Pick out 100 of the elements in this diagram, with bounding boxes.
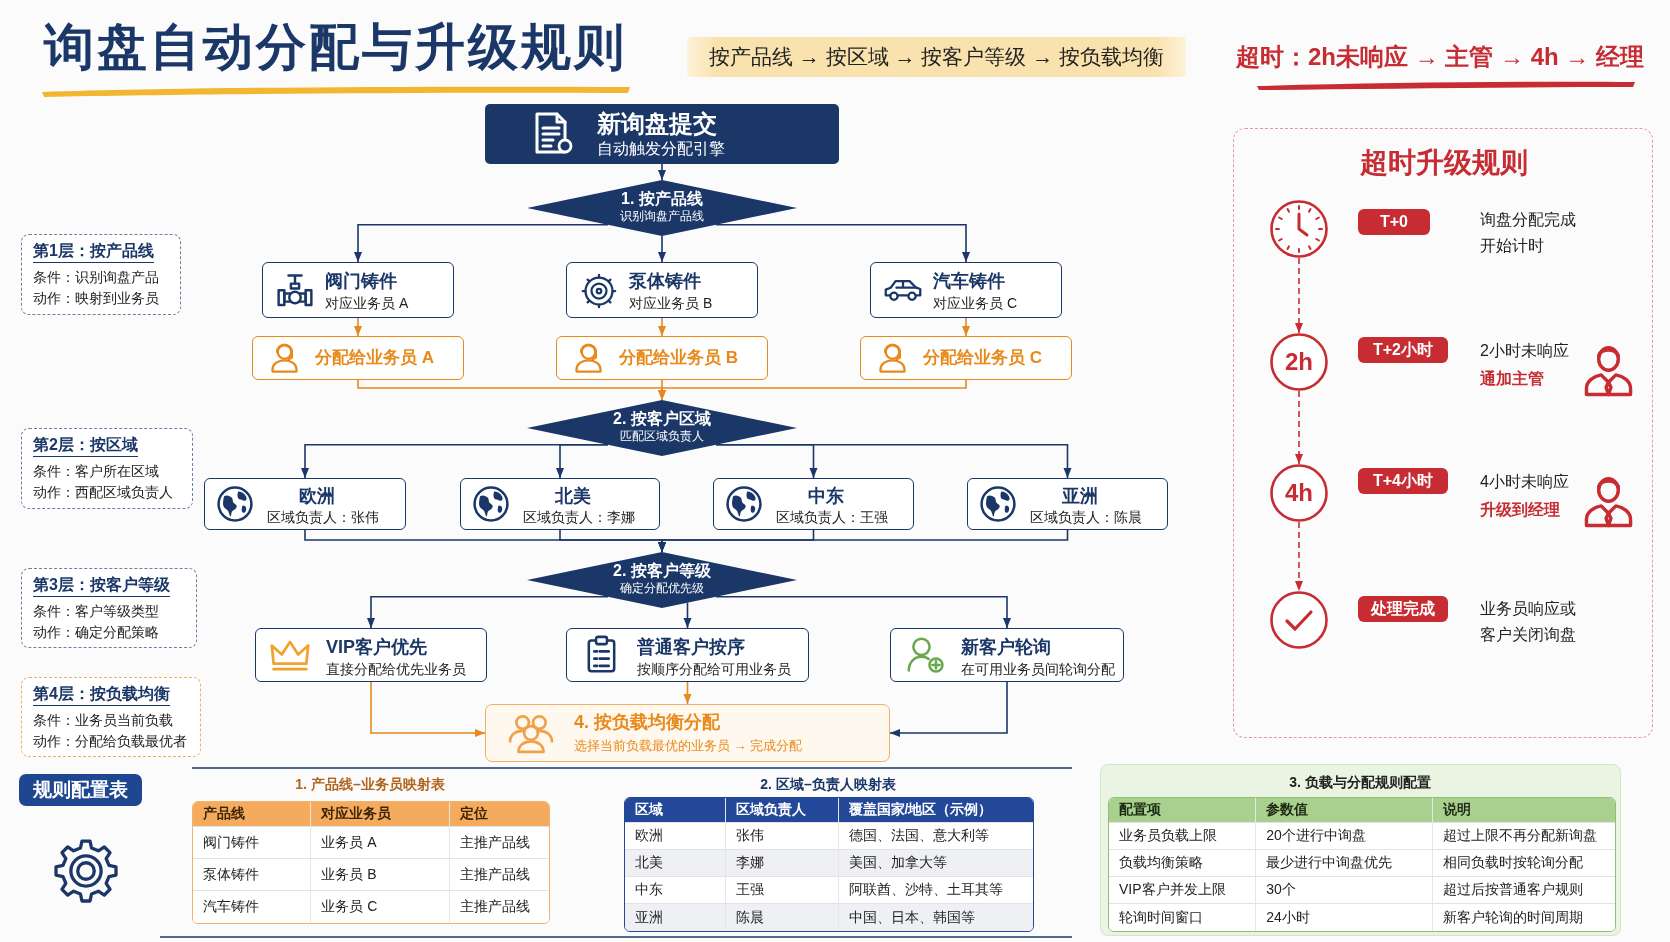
card-text: 条件：客户所在区域 bbox=[33, 462, 159, 480]
arrow bbox=[370, 681, 486, 737]
node-title: 欧洲 bbox=[299, 485, 335, 508]
node-title: 新询盘提交 bbox=[597, 109, 717, 139]
node-title: 北美 bbox=[555, 485, 591, 508]
process-box bbox=[255, 628, 487, 682]
table-cell: 超过后按普通客户规则 bbox=[1431, 877, 1615, 904]
note-text: 2小时未响应 bbox=[1480, 341, 1569, 361]
card-text: 条件：客户等级类型 bbox=[33, 602, 159, 620]
table-cell: 李娜 bbox=[725, 850, 838, 877]
node-title: 普通客户按序 bbox=[637, 636, 745, 659]
arrow bbox=[715, 224, 970, 263]
process-box bbox=[485, 704, 890, 762]
node-title: 4. 按负载均衡分配 bbox=[574, 711, 720, 734]
diamond-title: 1. 按产品线 bbox=[621, 189, 703, 209]
node-subtitle: 区域负责人：李娜 bbox=[523, 508, 635, 526]
note-text: 通加主管 bbox=[1480, 369, 1544, 389]
table-cell: 陈晨 bbox=[725, 904, 838, 931]
node-subtitle: 区域负责人：陈晨 bbox=[1030, 508, 1142, 526]
header-cell: 参数值 bbox=[1255, 798, 1432, 823]
arrow bbox=[1295, 390, 1303, 465]
note-text: 4小时未响应 bbox=[1480, 472, 1569, 492]
card-heading: 第3层：按客户等级 bbox=[33, 575, 170, 597]
node-subtitle: 按顺序分配给可用业务员 bbox=[637, 660, 791, 678]
process-box bbox=[252, 336, 464, 380]
card-text: 动作：映射到业务员 bbox=[33, 289, 159, 307]
node-title: 分配给业务员 B bbox=[619, 347, 738, 368]
process-box bbox=[485, 104, 839, 164]
arrow bbox=[658, 163, 666, 181]
process-box bbox=[713, 478, 914, 530]
arrow bbox=[715, 596, 1011, 629]
node-subtitle: 直接分配给优先业务员 bbox=[326, 660, 466, 678]
table-cell: 亚洲 bbox=[625, 904, 726, 931]
timeline-circle bbox=[1270, 333, 1328, 391]
process-box bbox=[204, 478, 406, 530]
heading-text: 超时：2h未响应 → 主管 → 4h → 经理 bbox=[1236, 42, 1645, 72]
arrow bbox=[556, 444, 609, 479]
timeline-circle bbox=[1270, 464, 1328, 522]
node-subtitle: 选择当前负载最优的业务员 → 完成分配 bbox=[574, 738, 803, 754]
node-title: 阀门铸件 bbox=[325, 270, 397, 293]
title: 询盘自动分配与升级规则 bbox=[44, 18, 627, 77]
header-cell: 配置项 bbox=[1109, 798, 1256, 823]
rules-panel bbox=[1233, 128, 1653, 738]
node-subtitle: 区域负责人：张伟 bbox=[267, 508, 379, 526]
arrow bbox=[367, 596, 609, 629]
arrow bbox=[354, 317, 362, 337]
header-cell: 区域 bbox=[625, 798, 726, 823]
arrow bbox=[683, 601, 692, 629]
arrow bbox=[683, 681, 692, 705]
table-title: 1. 产品线–业务员映射表 bbox=[295, 775, 445, 793]
node-title: 新客户轮询 bbox=[961, 636, 1051, 659]
arrow bbox=[715, 444, 1072, 479]
card-heading: 第1层：按产品线 bbox=[33, 241, 154, 263]
card-heading: 第2层：按区域 bbox=[33, 435, 138, 457]
table-cell: 德国、法国、意大利等 bbox=[837, 823, 1033, 850]
panel-heading: 超时升级规则 bbox=[1360, 146, 1528, 180]
section-tag: 规则配置表 bbox=[19, 774, 142, 806]
diamond-subtitle: 识别询盘产品线 bbox=[620, 209, 704, 224]
table-cell: 主推产品线 bbox=[448, 891, 549, 923]
header-cell: 区域负责人 bbox=[725, 798, 838, 823]
arrow bbox=[889, 681, 1008, 737]
check-icon bbox=[1270, 591, 1328, 649]
process-box bbox=[860, 336, 1072, 380]
table-title: 2. 区域–负责人映射表 bbox=[760, 775, 896, 793]
node-subtitle: 在可用业务员间轮询分配 bbox=[961, 660, 1115, 678]
process-box bbox=[460, 478, 660, 530]
node-title: 汽车铸件 bbox=[933, 270, 1005, 293]
table-cell: 新客户轮询的时间周期 bbox=[1431, 904, 1615, 931]
table-cell: 阿联酋、沙特、土耳其等 bbox=[837, 877, 1033, 904]
layer-card bbox=[21, 568, 197, 648]
diamond-subtitle: 匹配区域负责人 bbox=[620, 429, 704, 444]
process-box bbox=[566, 628, 809, 682]
process-box bbox=[556, 336, 768, 380]
node-subtitle: 对应业务员 C bbox=[933, 294, 1017, 312]
process-box bbox=[870, 262, 1062, 318]
card-text: 条件：识别询盘产品 bbox=[33, 268, 159, 286]
header-cell: 定位 bbox=[448, 802, 549, 827]
card-text: 动作：确定分配策略 bbox=[33, 623, 159, 641]
table-cell: 美国、加拿大等 bbox=[837, 850, 1033, 877]
node-title: 分配给业务员 C bbox=[923, 347, 1042, 368]
table-cell: 业务员 B bbox=[310, 859, 449, 891]
diamond-subtitle: 确定分配优先级 bbox=[620, 581, 704, 596]
node-title: 泵体铸件 bbox=[629, 270, 701, 293]
arrow bbox=[962, 317, 970, 337]
header-cell: 覆盖国家/地区（示例） bbox=[837, 798, 1033, 823]
decision-diamond bbox=[527, 180, 797, 236]
node-title: VIP客户优先 bbox=[326, 636, 427, 659]
card-text: 条件：业务员当前负载 bbox=[33, 711, 173, 729]
node-subtitle: 区域负责人：王强 bbox=[776, 508, 888, 526]
table-cell: 主推产品线 bbox=[448, 827, 549, 859]
arrow bbox=[658, 379, 967, 401]
diamond-title: 2. 按客户区域 bbox=[613, 409, 711, 429]
process-box bbox=[967, 478, 1168, 530]
arrow bbox=[354, 224, 609, 263]
flow-banner: 按产品线 → 按区域 → 按客户等级 → 按负载均衡 bbox=[687, 37, 1186, 77]
table-cell: 北美 bbox=[625, 850, 726, 877]
header-cell: 说明 bbox=[1431, 798, 1615, 823]
note-text: 询盘分配完成开始计时 bbox=[1480, 210, 1577, 256]
decision-diamond bbox=[527, 400, 797, 456]
arrow bbox=[1295, 257, 1303, 334]
